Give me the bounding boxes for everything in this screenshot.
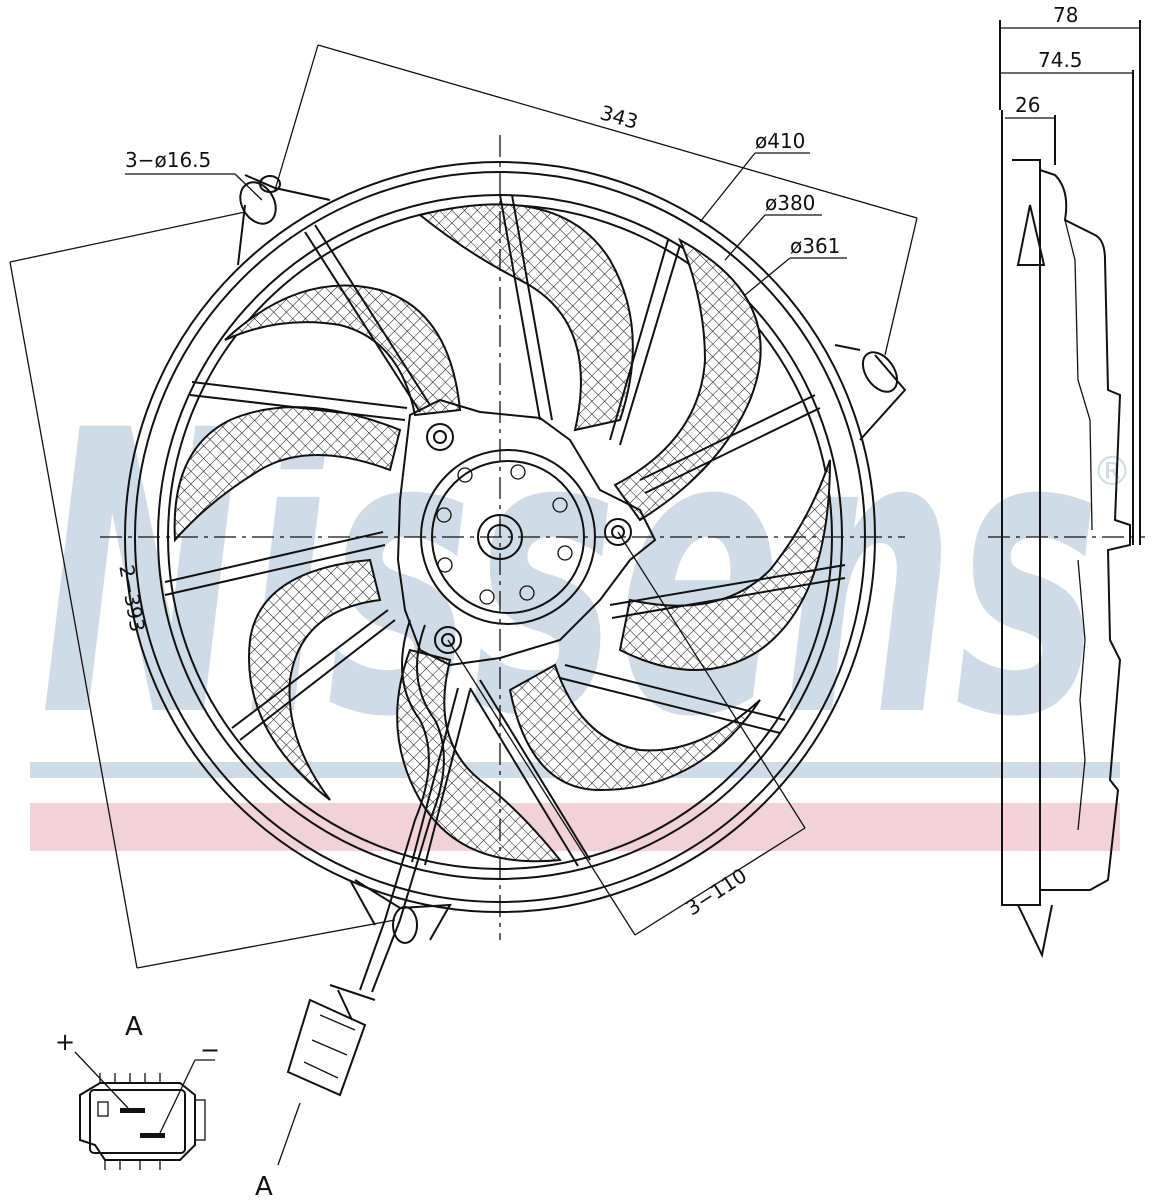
watermark-red-stripe — [30, 803, 1120, 851]
connector-minus-terminal: − — [200, 1036, 220, 1064]
connector-label-a-top: A — [125, 1012, 143, 1042]
side-view — [999, 20, 1141, 959]
wire-harness — [286, 619, 445, 1097]
fan-blade — [613, 237, 762, 522]
side-mount-tab — [1016, 204, 1046, 266]
fan-blade — [248, 558, 382, 801]
wire-plug — [286, 998, 367, 1097]
fan-blade — [396, 648, 562, 863]
dim-fan-diameter: ø361 — [790, 234, 840, 258]
motor-bolt — [426, 423, 454, 451]
fan-blade — [417, 203, 634, 432]
connector-plus-terminal: + — [55, 1028, 75, 1056]
connector-body — [79, 1082, 196, 1161]
center-lines — [100, 135, 1145, 940]
fan-blade — [224, 284, 462, 417]
connector-label-a-bottom: A — [255, 1172, 273, 1200]
dim-depth-hub: 26 — [1015, 93, 1040, 117]
dim-ring-diameter: ø380 — [765, 191, 815, 215]
dim-depth-body: 74.5 — [1038, 48, 1083, 72]
mount-hole-bottom — [392, 906, 418, 944]
dim-outer-diameter: ø410 — [755, 129, 805, 153]
dim-motor-bolts: 3−110 — [681, 863, 751, 920]
mount-hole-right — [861, 351, 899, 393]
dim-mount-span: 343 — [598, 100, 641, 134]
watermark-registered-mark: ® — [1092, 449, 1132, 495]
fan-blade — [173, 406, 402, 543]
dim-mount-holes: 3−ø16.5 — [125, 148, 211, 172]
motor-bolt — [434, 626, 462, 654]
shroud-spokes — [164, 194, 846, 867]
connector-detail-a — [74, 1051, 215, 1170]
fan-blade — [508, 663, 761, 792]
dim-depth-total: 78 — [1053, 3, 1078, 27]
mount-hole-slot — [259, 175, 281, 193]
dimension-lines — [9, 44, 918, 1166]
mount-hole-top-left — [239, 181, 277, 225]
motor-bolt — [604, 518, 632, 546]
